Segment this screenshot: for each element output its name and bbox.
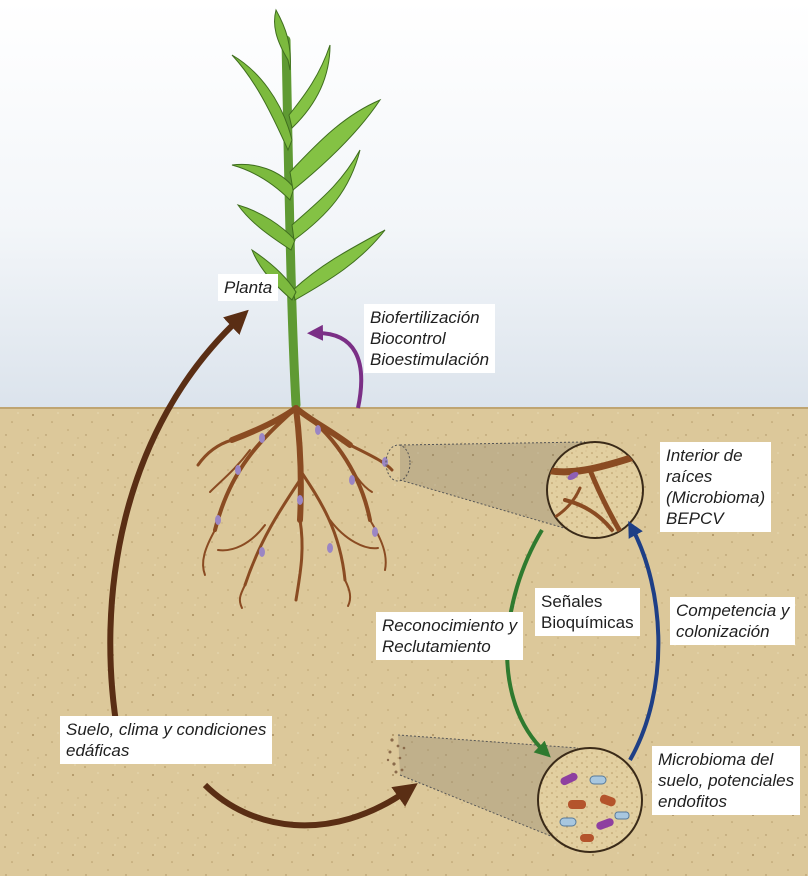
label-soil-microbiome: Microbioma del suelo, potenciales endofi… <box>652 746 800 815</box>
label-recognition-recruitment: Reconocimiento y Reclutamiento <box>376 612 523 660</box>
soil-microbiome-magnified <box>538 748 642 852</box>
label-soil-climate: Suelo, clima y condiciones edáficas <box>60 716 272 764</box>
label-planta: Planta <box>218 274 278 301</box>
label-competition-colonization: Competencia y colonización <box>670 597 795 645</box>
label-biochemical-signals: Señales Bioquímicas <box>535 588 640 636</box>
label-benefits: Biofertilización Biocontrol Bioestimulac… <box>364 304 495 373</box>
label-root-interior: Interior de raíces (Microbioma) BEPCV <box>660 442 771 532</box>
